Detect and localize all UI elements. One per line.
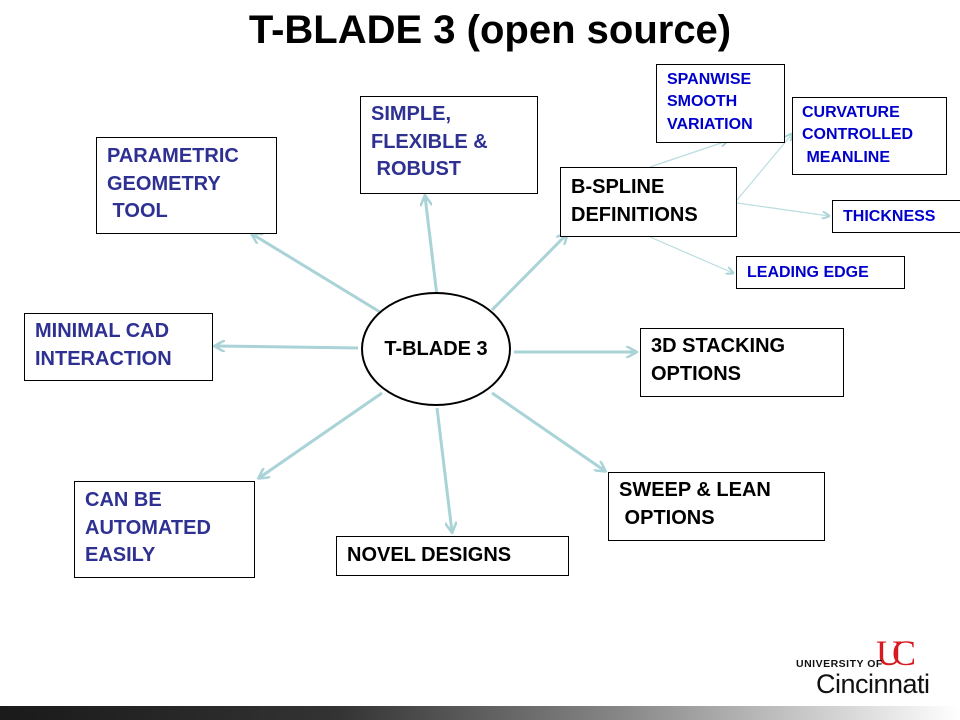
footer-gradient-bar — [0, 706, 960, 720]
arrow-novel — [435, 407, 452, 532]
box-novel: NOVEL DESIGNS — [336, 536, 569, 576]
arrow-simple — [425, 196, 439, 297]
arrow-automated — [259, 391, 383, 478]
box-curvature: CURVATURE CONTROLLED MEANLINE — [792, 97, 947, 175]
arrow-bspline — [490, 234, 567, 312]
box-bspline: B-SPLINE DEFINITIONS — [560, 167, 737, 237]
box-leading-edge: LEADING EDGE — [736, 256, 905, 289]
center-node: T-BLADE 3 — [361, 292, 511, 406]
box-sweep: SWEEP & LEAN OPTIONS — [608, 472, 825, 541]
arrow-spanwise — [649, 141, 727, 168]
arrow-thickness — [736, 202, 829, 216]
box-spanwise: SPANWISE SMOOTH VARIATION — [656, 64, 785, 143]
logo-line2: Cincinnati — [816, 669, 930, 699]
arrow-curvature — [736, 134, 792, 201]
slide-title: T-BLADE 3 (open source) — [248, 8, 732, 52]
box-thickness: THICKNESS — [832, 200, 960, 233]
box-stacking: 3D STACKING OPTIONS — [640, 328, 844, 397]
arrow-sweep — [491, 391, 605, 471]
box-minimal: MINIMAL CAD INTERACTION — [24, 313, 213, 381]
arrow-minimal — [215, 346, 359, 348]
box-parametric: PARAMETRIC GEOMETRY TOOL — [96, 137, 277, 234]
arrow-parametric — [252, 234, 381, 314]
box-automated: CAN BE AUTOMATED EASILY — [74, 481, 255, 578]
arrow-leading — [649, 236, 733, 273]
logo-line1: UNIVERSITY OF — [796, 658, 883, 670]
box-simple: SIMPLE, FLEXIBLE & ROBUST — [360, 96, 538, 194]
university-of-cincinnati-logo: UC UNIVERSITY OF Cincinnati — [796, 633, 936, 700]
